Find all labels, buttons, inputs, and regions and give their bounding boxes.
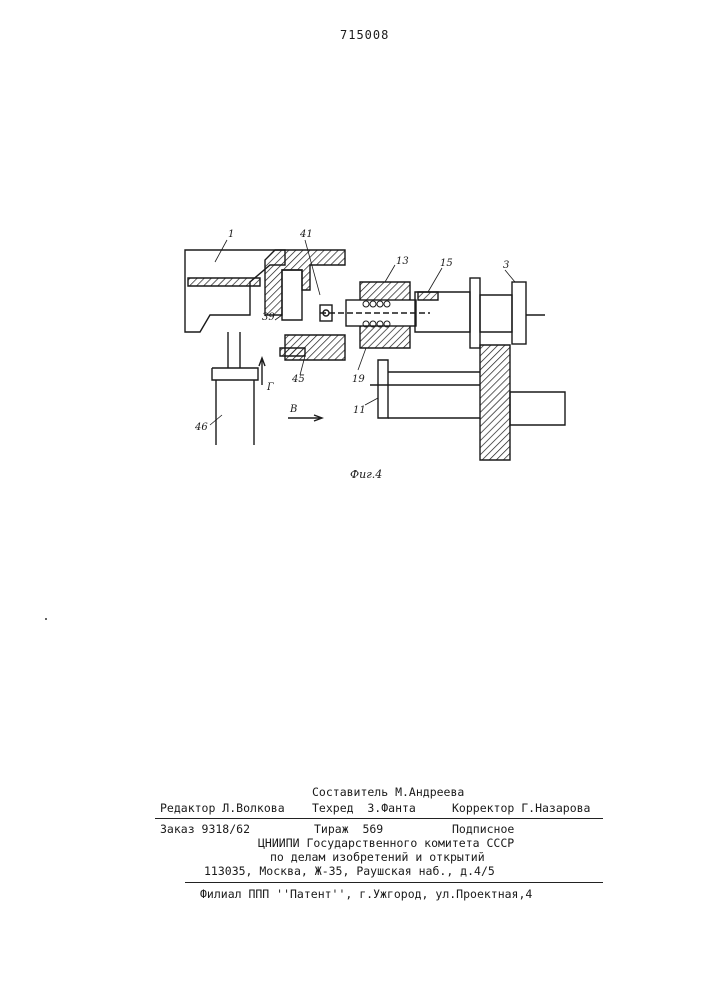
label-1: 1 <box>228 229 234 240</box>
part-39-block <box>282 270 302 320</box>
imprint-corrector: Корректор Г.Назарова <box>452 801 590 815</box>
part-11-support <box>378 360 388 418</box>
figure-caption: Фиг.4 <box>350 468 382 481</box>
label-39: 39 <box>262 312 275 323</box>
imprint-circulation: Тираж 569 <box>314 822 383 836</box>
imprint-org: ЦНИИПИ Государственного комитета СССР <box>258 836 514 850</box>
support-column <box>480 345 510 460</box>
label-46: 46 <box>194 422 208 433</box>
label-11: 11 <box>353 405 366 416</box>
part-41-clamp <box>265 250 345 315</box>
technical-drawing: 1 41 13 15 3 39 45 19 11 46 Г В Фиг.4 <box>170 220 570 500</box>
wheel-3 <box>512 282 526 344</box>
shaft <box>480 295 512 332</box>
label-45: 45 <box>291 374 305 385</box>
label-15: 15 <box>440 258 453 269</box>
imprint-branch: Филиал ППП ''Патент'', г.Ужгород, ул.Про… <box>200 887 532 901</box>
label-13: 13 <box>396 256 409 267</box>
imprint-address: 113035, Москва, Ж-35, Раушская наб., д.4… <box>204 864 495 878</box>
scan-speck <box>45 618 47 620</box>
label-19: 19 <box>352 374 365 385</box>
imprint-editor: Редактор Л.Волкова <box>160 801 285 815</box>
label-G: Г <box>266 382 274 393</box>
label-41: 41 <box>299 229 313 240</box>
patent-number: 715008 <box>340 28 389 42</box>
imprint-techred: Техред З.Фанта <box>312 801 416 815</box>
flange <box>470 278 480 348</box>
imprint-order: Заказ 9318/62 <box>160 822 250 836</box>
part-1-hatched-strip <box>188 278 260 286</box>
label-B: В <box>289 404 297 415</box>
imprint-subscription: Подписное <box>452 822 514 836</box>
imprint-composer: Составитель М.Андреева <box>312 785 464 799</box>
part-45-base <box>280 348 305 356</box>
rule-bottom <box>185 882 603 883</box>
imprint-org-line2: по делам изобретений и открытий <box>270 850 485 864</box>
part-46-cylinder <box>212 368 258 445</box>
label-3: 3 <box>503 260 509 271</box>
rule-top <box>155 818 603 819</box>
